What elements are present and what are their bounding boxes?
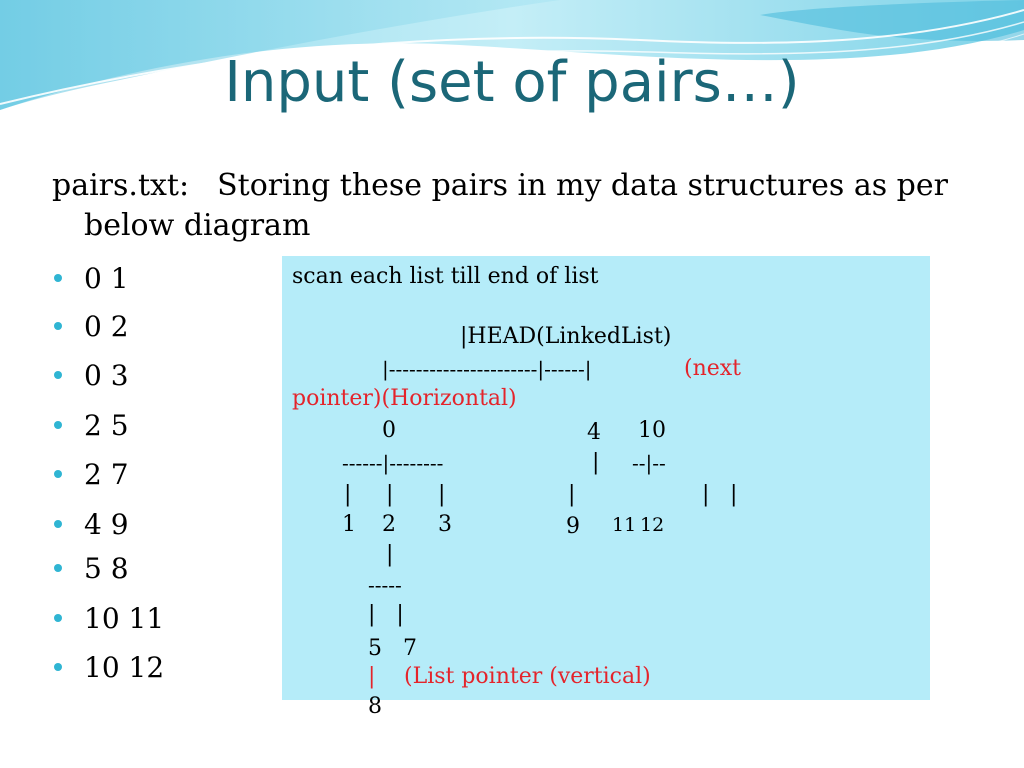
leaf-8: 8 <box>368 694 382 719</box>
bullet-icon <box>54 520 62 528</box>
bullet-icon <box>54 614 62 622</box>
pair-text: 2 5 <box>84 409 129 442</box>
next-pointer-note: (next <box>684 356 742 381</box>
node-10: 10 <box>638 418 666 443</box>
leaf-12: 12 <box>640 514 665 536</box>
pipe-1: | <box>344 482 352 507</box>
branch-4: | <box>592 450 600 475</box>
leaf-11: 11 <box>612 514 637 536</box>
pair-text: 0 1 <box>84 262 129 295</box>
leaf-3: 3 <box>438 512 452 537</box>
header-wave-decoration <box>0 0 1024 119</box>
leaves-2-children: 5 7 <box>368 636 417 661</box>
branch-2: ----- <box>368 573 402 597</box>
pair-text: 10 12 <box>84 651 165 684</box>
head-label: |HEAD(LinkedList) <box>460 324 672 349</box>
head-pointer-line: |----------------------|------| <box>382 357 592 381</box>
branch-0: ------|-------- <box>342 451 444 475</box>
pair-text: 0 2 <box>84 310 129 343</box>
pipe-2: | <box>386 482 394 507</box>
bullet-icon <box>54 322 62 330</box>
pipe-9: | <box>568 482 576 507</box>
pair-text: 2 7 <box>84 458 129 491</box>
leaf-1: 1 <box>342 512 356 537</box>
pipe-12: | <box>730 482 738 507</box>
next-pointer-note-cont: pointer)(Horizontal) <box>292 386 517 411</box>
diagram-caption: scan each list till end of list <box>292 264 599 289</box>
pair-text: 10 11 <box>84 602 165 635</box>
bullet-icon <box>54 663 62 671</box>
pipe-2-down: | <box>386 542 394 567</box>
vertical-pointer-note: (List pointer (vertical) <box>404 664 651 689</box>
pair-text: 5 8 <box>84 552 129 585</box>
bullet-icon <box>54 274 62 282</box>
filename-label: pairs.txt: <box>52 168 190 203</box>
bullet-icon <box>54 564 62 572</box>
intro-text: Storing these pairs in my data structure… <box>84 168 948 243</box>
leaf-9: 9 <box>566 514 580 539</box>
pipe-11: | <box>702 482 710 507</box>
pair-text: 0 3 <box>84 359 129 392</box>
diagram-box: scan each list till end of list |HEAD(Li… <box>282 256 930 700</box>
pipe-3: | <box>438 482 446 507</box>
bullet-icon <box>54 371 62 379</box>
bullet-icon <box>54 470 62 478</box>
intro-paragraph: pairs.txt:Storing these pairs in my data… <box>52 166 964 246</box>
branch-10: --|-- <box>632 451 666 475</box>
pipes-2-children: | | <box>368 602 404 627</box>
slide-title: Input (set of pairs…) <box>224 50 800 115</box>
pipe-5-down: | <box>368 664 376 689</box>
node-0: 0 <box>382 418 396 443</box>
leaf-2: 2 <box>382 512 396 537</box>
node-4: 4 <box>587 420 601 445</box>
bullet-icon <box>54 421 62 429</box>
pair-text: 4 9 <box>84 508 129 541</box>
